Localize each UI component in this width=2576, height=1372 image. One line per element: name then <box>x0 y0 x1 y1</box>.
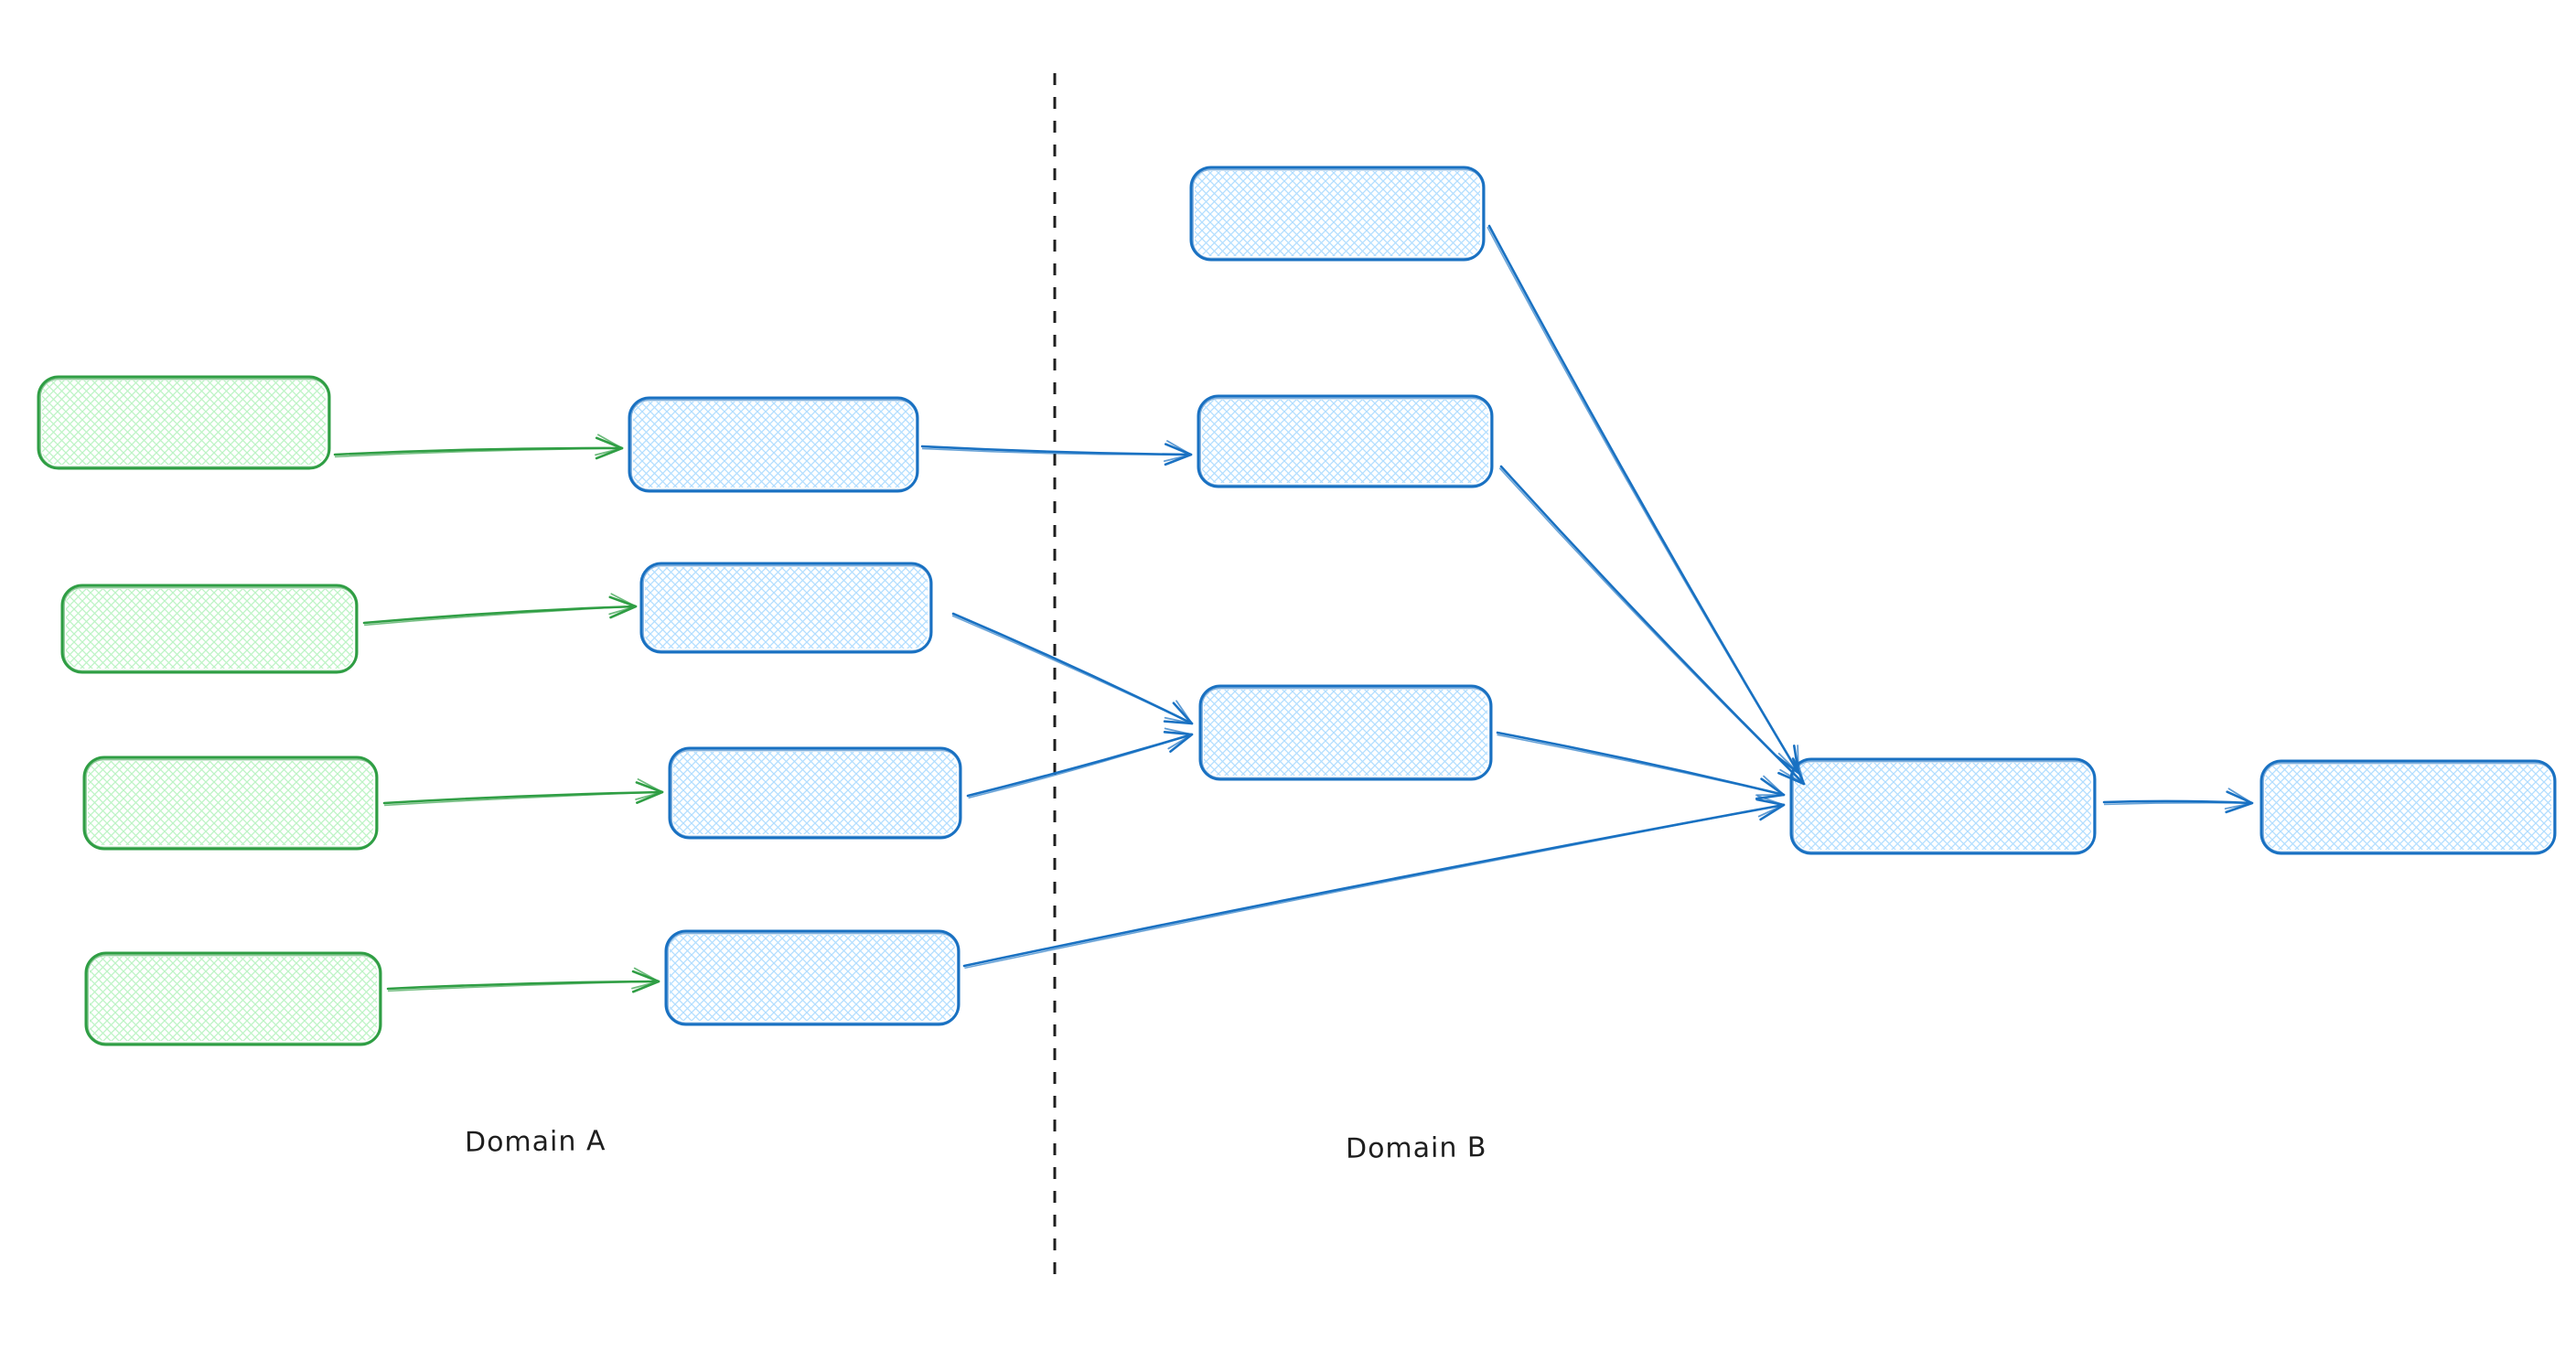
arrow-c-to-d[interactable] <box>2102 788 2254 814</box>
node-blue-b2-border-sketch <box>1199 397 1492 487</box>
node-blue-a4[interactable] <box>664 929 961 1026</box>
node-green-4-border-sketch <box>87 954 381 1045</box>
arrow-c-to-d-head <box>2224 788 2253 810</box>
arrow-b3-to-c[interactable] <box>1496 731 1786 800</box>
arrow-a2-to-b3-shaft-sketch <box>951 615 1193 724</box>
node-green-3[interactable] <box>82 756 379 851</box>
node-blue-a2-border <box>639 562 933 654</box>
arrow-a1-to-b2[interactable] <box>920 440 1193 466</box>
node-blue-c[interactable] <box>1789 757 2097 855</box>
node-green-1[interactable] <box>37 375 331 470</box>
node-green-2-fill <box>66 589 353 669</box>
node-blue-b2-border <box>1197 394 1494 488</box>
node-blue-a1-fill <box>633 402 914 488</box>
node-green-4-fill <box>90 957 377 1041</box>
node-blue-c-fill <box>1795 763 2091 850</box>
node-blue-d[interactable] <box>2259 759 2557 855</box>
node-blue-a1-border <box>628 396 919 493</box>
node-blue-b1-border-sketch <box>1192 168 1484 260</box>
node-blue-a3-border <box>668 746 962 840</box>
node-green-2-border-sketch <box>63 586 357 672</box>
arrow-a1-to-b2-head <box>1163 440 1192 463</box>
node-green-2[interactable] <box>60 584 359 674</box>
node-green-3-border <box>82 756 379 851</box>
node-blue-a2-border-sketch <box>642 564 931 652</box>
node-blue-d-border <box>2259 759 2557 855</box>
node-blue-c-border-sketch <box>1792 760 2095 853</box>
arrow-a4-to-c-shaft <box>962 803 1786 968</box>
node-blue-b1[interactable] <box>1189 166 1486 262</box>
node-blue-b3[interactable] <box>1198 684 1493 781</box>
node-blue-a3-fill <box>673 752 957 834</box>
arrow-green4-to-a4-shaft-sketch <box>388 981 660 992</box>
node-blue-a4-border <box>664 929 961 1026</box>
node-blue-a4-border-sketch <box>667 932 959 1024</box>
arrow-green3-to-a3-shaft-sketch <box>384 791 663 807</box>
node-blue-a1[interactable] <box>628 396 919 493</box>
arrow-c-to-d-shaft-sketch <box>2103 801 2253 806</box>
arrow-b2-to-c[interactable] <box>1498 465 1806 786</box>
arrow-green1-to-a1[interactable] <box>333 434 624 460</box>
arrow-b2-to-c-shaft <box>1499 465 1806 786</box>
node-blue-b2[interactable] <box>1197 394 1494 488</box>
domain-b-label[interactable]: Domain B <box>1345 1131 1487 1165</box>
node-blue-b3-border-sketch <box>1201 687 1491 779</box>
node-blue-c-border <box>1789 757 2097 855</box>
node-blue-b3-fill <box>1204 690 1487 776</box>
arrow-a4-to-c-shaft-sketch <box>964 804 1785 970</box>
node-blue-a2-fill <box>645 567 928 648</box>
node-blue-a1-border-sketch <box>630 399 918 491</box>
arrow-a3-to-b3-shaft-sketch <box>968 734 1193 799</box>
arrow-green1-to-a1-shaft-sketch <box>335 447 623 458</box>
node-green-4[interactable] <box>84 951 382 1046</box>
arrow-b2-to-c-shaft-sketch <box>1498 467 1805 785</box>
arrow-b3-to-c-shaft-sketch <box>1497 734 1785 796</box>
node-blue-a2[interactable] <box>639 562 933 654</box>
node-blue-d-fill <box>2265 765 2551 850</box>
arrow-a2-to-b3-head <box>1164 700 1193 724</box>
node-green-2-border <box>60 584 359 674</box>
node-blue-b1-border <box>1189 166 1486 262</box>
node-blue-d-border-sketch <box>2262 762 2555 853</box>
arrow-a4-to-c-head <box>1756 795 1785 818</box>
node-blue-a4-fill <box>670 935 955 1021</box>
arrow-b1-to-c-shaft-sketch <box>1487 226 1799 774</box>
domain-a-label[interactable]: Domain A <box>464 1125 606 1159</box>
arrow-green4-to-a4-head <box>631 967 660 990</box>
arrow-a3-to-b3[interactable] <box>966 727 1194 799</box>
arrow-green1-to-a1-head <box>595 434 623 456</box>
arrow-green4-to-a4[interactable] <box>386 967 660 993</box>
node-blue-b2-fill <box>1202 400 1488 483</box>
arrow-green2-to-a2-shaft-sketch <box>364 606 637 627</box>
arrow-green2-to-a2-head <box>608 593 637 616</box>
arrow-b1-to-c-shaft <box>1487 224 1800 775</box>
arrow-b2-to-c-head <box>1779 756 1805 785</box>
arrow-a2-to-b3[interactable] <box>951 612 1194 725</box>
arrow-a1-to-b2-shaft-sketch <box>921 447 1192 456</box>
arrow-b1-to-c[interactable] <box>1487 224 1800 775</box>
node-blue-b3-border <box>1198 684 1493 781</box>
node-green-3-border-sketch <box>85 758 377 849</box>
node-green-3-fill <box>88 761 373 845</box>
node-green-1-border <box>37 375 331 470</box>
node-blue-a3-border-sketch <box>671 749 961 838</box>
node-green-1-border-sketch <box>39 378 329 468</box>
arrow-a3-to-b3-head <box>1164 727 1193 750</box>
node-green-1-fill <box>42 381 326 465</box>
arrow-a4-to-c[interactable] <box>962 795 1786 970</box>
arrow-a3-to-b3-shaft <box>966 733 1194 798</box>
arrow-green3-to-a3[interactable] <box>382 777 664 807</box>
arrow-b3-to-c-head <box>1755 775 1785 797</box>
arrow-green2-to-a2[interactable] <box>362 593 638 627</box>
node-blue-b1-fill <box>1195 171 1480 256</box>
node-green-4-border <box>84 951 382 1046</box>
arrow-green3-to-a3-head <box>635 777 663 800</box>
node-blue-a3[interactable] <box>668 746 962 840</box>
